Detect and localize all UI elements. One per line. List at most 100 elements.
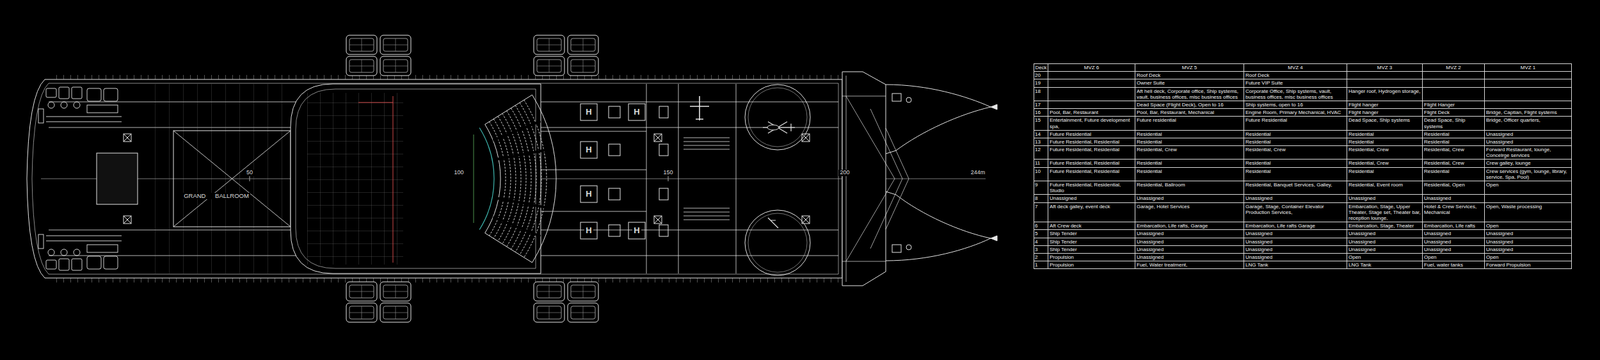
table-cell: Unassigned: [1347, 229, 1423, 238]
helipad: [580, 141, 598, 159]
table-cell: Dead Space (Flight Deck), Open to 16: [1135, 101, 1245, 109]
table-cell: [1422, 71, 1485, 80]
table-cell: Unassigned: [1422, 238, 1485, 246]
table-cell: MVZ 3: [1347, 64, 1423, 72]
bow-hull: [885, 191, 991, 261]
table-cell: Open, Waste processing: [1484, 202, 1572, 223]
table-cell: Residential, Crew: [1135, 145, 1245, 160]
table-cell: Unassigned: [1244, 253, 1348, 262]
cell-text: Embarcation, Life rafts, Garage: [1136, 222, 1208, 229]
cell-text: Flight hanger: [1348, 101, 1379, 108]
table-cell: Future Residential: [1244, 116, 1348, 130]
cell-text: Residential: [1245, 131, 1272, 137]
cell-text: Future Residential, Residential, Studio: [1049, 181, 1121, 194]
cell-text: Open: [1486, 254, 1499, 260]
table-cell: Owner Suite: [1135, 79, 1245, 88]
cell-text: Residential: [1136, 168, 1163, 175]
cell-text: Residential: [1136, 160, 1163, 166]
cell-text: Unassigned: [1245, 246, 1273, 253]
table-cell: 9: [1034, 181, 1049, 195]
flight-deck: [540, 83, 811, 276]
cell-text: Ship Tender: [1049, 238, 1078, 245]
helipad: [580, 185, 598, 203]
table-cell: Residential, Crew: [1422, 159, 1485, 168]
cell-text: Bridge, Captian, Flight systems: [1486, 109, 1558, 116]
superstructure-outline: [290, 83, 541, 274]
table-cell: Crew services (gym, lounge, library, ser…: [1484, 167, 1572, 182]
table-cell: 10: [1034, 167, 1049, 182]
deck-number: 5: [1034, 230, 1038, 237]
table-cell: 12: [1034, 145, 1049, 160]
table-cell: Flight Hanger: [1422, 101, 1485, 109]
cell-text: Unassigned: [1136, 246, 1164, 253]
cell-text: Residential, Open: [1424, 181, 1465, 188]
helipad: [628, 222, 646, 239]
cell-text: Ship systems, open to 16: [1245, 101, 1304, 108]
table-cell: Residential, Open: [1422, 181, 1485, 195]
column-header: MVZ 2: [1445, 64, 1462, 71]
red-line: [358, 96, 393, 263]
table-cell: Future Residential, Residential, Studio: [1048, 181, 1136, 195]
table-cell: Propulsion: [1048, 253, 1136, 262]
seating-outer: [532, 94, 557, 263]
cell-text: Bridge, Officer quarters,: [1486, 117, 1541, 123]
cell-text: Unassigned: [1245, 254, 1273, 260]
table-cell: Unassigned: [1135, 194, 1245, 203]
deck-number: 16: [1034, 109, 1041, 116]
table-cell: MVZ 4: [1244, 64, 1348, 72]
table-cell: Unassigned: [1484, 245, 1572, 254]
cell-text: Unassigned: [1136, 230, 1164, 237]
table-cell: Open: [1484, 222, 1572, 230]
table-cell: 8: [1034, 194, 1049, 203]
column-header: MVZ 5: [1182, 64, 1198, 71]
table-cell: Unassigned: [1484, 238, 1572, 246]
cell-text: Forward Restaurant, lounge, Concelrge se…: [1486, 146, 1551, 159]
cell-text: Dead Space, Ship systems: [1424, 117, 1466, 129]
cell-text: Embarcation, Stage, Upper Theater, Stage…: [1348, 203, 1421, 221]
table-cell: MVZ 5: [1135, 64, 1245, 72]
cell-text: Future Residential, Residential: [1049, 138, 1120, 145]
deck-number: 17: [1034, 101, 1041, 108]
cell-text: Residential: [1136, 138, 1163, 145]
cell-text: Unassigned: [1348, 246, 1376, 253]
column-header: Deck: [1034, 64, 1047, 71]
cell-text: Unassigned: [1245, 230, 1273, 237]
deck-table: DeckMVZ 6MVZ 5MVZ 4MVZ 3MVZ 2MVZ 120Roof…: [1033, 63, 1572, 269]
seating-edges: [485, 94, 533, 263]
helipad: [580, 103, 598, 121]
cell-text: Future residential: [1136, 117, 1177, 123]
column-header: MVZ 6: [1084, 64, 1100, 71]
anchor-gear: [892, 93, 902, 102]
cell-text: Crew services (gym, lounge, library, ser…: [1486, 168, 1568, 180]
table-cell: Deck: [1034, 64, 1049, 72]
bow-chevrons: [846, 96, 909, 262]
table-cell: Future Residential, Residential: [1048, 167, 1136, 182]
cell-text: Residential, Crew: [1424, 146, 1465, 153]
helipad-mark: H: [584, 145, 593, 155]
table-cell: Residential: [1422, 167, 1485, 182]
table-cell: Future residential: [1135, 116, 1245, 130]
table-cell: 6: [1034, 222, 1049, 230]
table-cell: Flight Deck: [1422, 108, 1485, 117]
cell-text: Unassigned: [1348, 230, 1376, 237]
deck-number: 19: [1034, 80, 1041, 86]
table-cell: [1347, 71, 1423, 80]
table-cell: 20: [1034, 71, 1049, 80]
table-cell: Unassigned: [1484, 138, 1572, 146]
table-cell: Residential: [1135, 138, 1245, 146]
table-cell: 19: [1034, 79, 1049, 88]
table-cell: Flight hanger: [1347, 101, 1423, 109]
cell-text: Future Residential, Residential: [1049, 168, 1120, 175]
hull: [26, 74, 986, 283]
cell-text: Residential: [1245, 160, 1272, 166]
cell-text: Unassigned: [1348, 238, 1376, 245]
cell-text: Aft Crew deck: [1049, 222, 1082, 229]
table-cell: Garage, Hotel Services: [1135, 202, 1245, 223]
aft-block: [96, 152, 138, 205]
cell-text: Residential, Crew: [1348, 146, 1389, 153]
cell-text: Unassigned: [1486, 238, 1513, 245]
table-cell: Aft heli deck, Corporate office, Ship sy…: [1135, 87, 1245, 102]
cell-text: Open: [1486, 181, 1499, 188]
cell-text: Residential, Banquet Services, Galley,: [1245, 181, 1332, 188]
cell-text: Unassigned: [1486, 246, 1513, 253]
